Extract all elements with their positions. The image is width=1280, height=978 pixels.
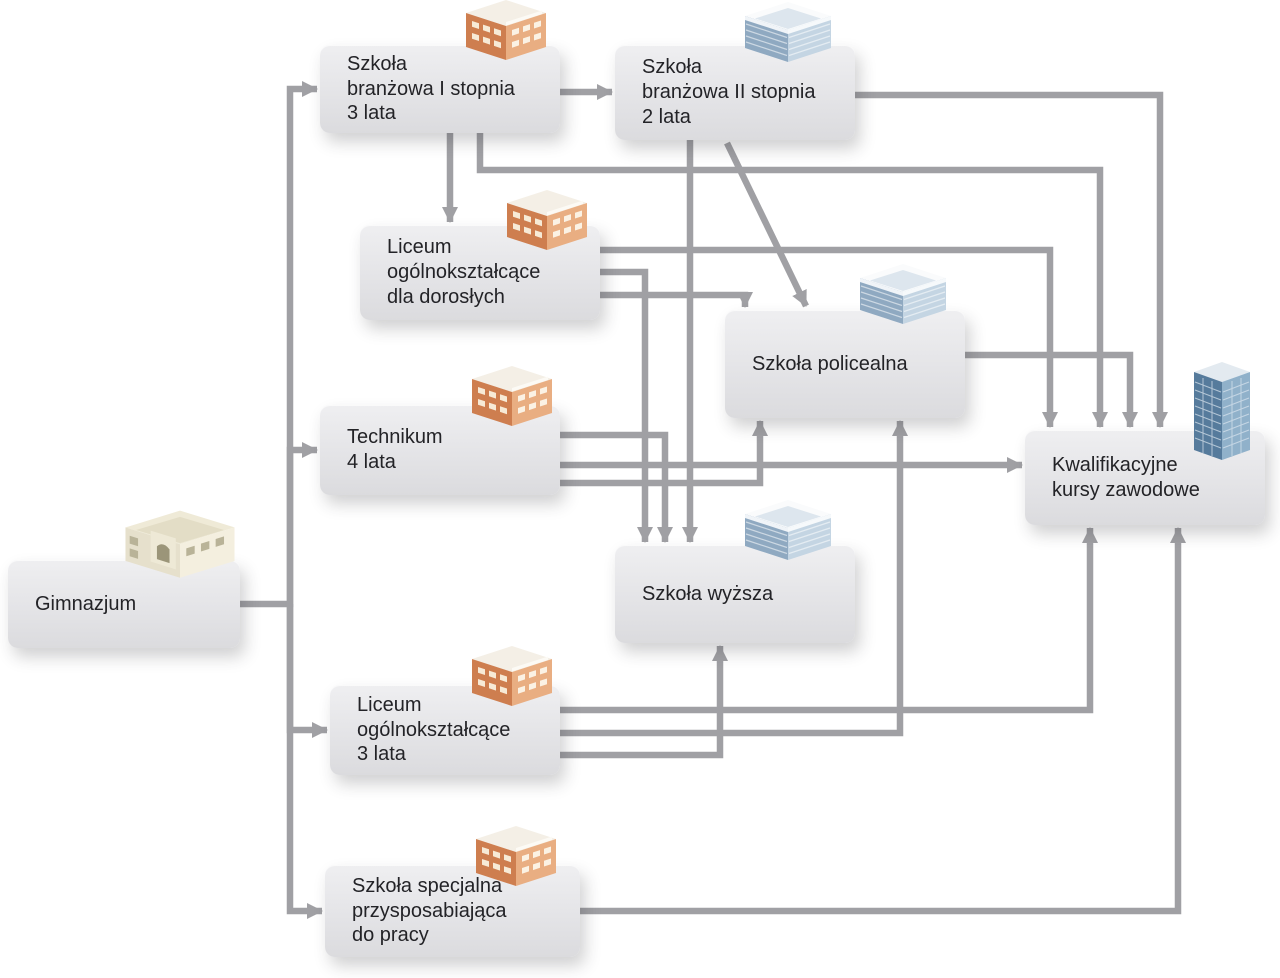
edge-gimnazjum-technikum	[286, 442, 318, 604]
edge-branzowa1-kkz	[476, 133, 1108, 428]
node-kkz-label: Kwalifikacyjne kursy zawodowe	[1052, 453, 1200, 501]
edge-gimnazjum-specjalna	[286, 604, 323, 919]
node-liceum-dorosli: Liceum ogólnokształcące dla dorosłych	[360, 225, 600, 320]
node-szkola-policealna-label: Szkoła policealna	[752, 352, 908, 375]
edge-specjalna-kkz	[580, 527, 1186, 915]
edge-gimnazjum-liceum3	[286, 604, 328, 738]
edge-liceumdorosli-kkz	[600, 246, 1058, 428]
edge-liceumdorosli-policealna	[600, 291, 753, 308]
node-kkz: Kwalifikacyjne kursy zawodowe	[1025, 430, 1265, 525]
edge-liceum3-kkz	[560, 527, 1098, 714]
edge-gimnazjum-branzowa1	[240, 81, 318, 608]
node-gimnazjum-label: Gimnazjum	[35, 592, 137, 615]
edge-liceum3-wyzsza	[560, 645, 728, 759]
node-technikum: Technikum 4 lata	[320, 405, 560, 495]
node-szkola-branzowa-1: Szkoła branżowa I stopnia 3 lata	[320, 45, 560, 133]
edge-liceum3-policealna	[560, 420, 908, 737]
node-szkola-specjalna: Szkoła specjalna przysposabiająca do pra…	[325, 865, 580, 957]
node-liceum-3: Liceum ogólnokształcące 3 lata	[330, 685, 560, 775]
edge-branzowa2-kkz	[855, 91, 1168, 428]
edge-liceumdorosli-wyzsza	[600, 268, 653, 543]
edge-policealna-kkz	[965, 351, 1138, 428]
node-szkola-policealna: Szkoła policealna	[725, 310, 965, 418]
node-szkola-branzowa-1-label: Szkoła branżowa I stopnia 3 lata	[347, 52, 515, 125]
edge-technikum-wyzsza	[560, 431, 673, 543]
node-liceum-3-label: Liceum ogólnokształcące 3 lata	[357, 693, 511, 766]
node-liceum-dorosli-label: Liceum ogólnokształcące dla dorosłych	[387, 236, 541, 308]
edge-branzowa2-policealna	[724, 141, 809, 308]
node-gimnazjum: Gimnazjum	[8, 560, 240, 648]
node-szkola-wyzsza: Szkoła wyższa	[615, 545, 855, 643]
node-technikum-label: Technikum 4 lata	[347, 426, 443, 473]
node-szkola-branzowa-2-label: Szkoła branżowa II stopnia 2 lata	[642, 56, 816, 128]
node-szkola-wyzsza-label: Szkoła wyższa	[642, 582, 774, 605]
node-szkola-branzowa-2: Szkoła branżowa II stopnia 2 lata	[615, 45, 855, 140]
node-szkola-specjalna-label: Szkoła specjalna przysposabiająca do pra…	[352, 874, 507, 947]
edge-technikum-policealna	[560, 420, 768, 487]
